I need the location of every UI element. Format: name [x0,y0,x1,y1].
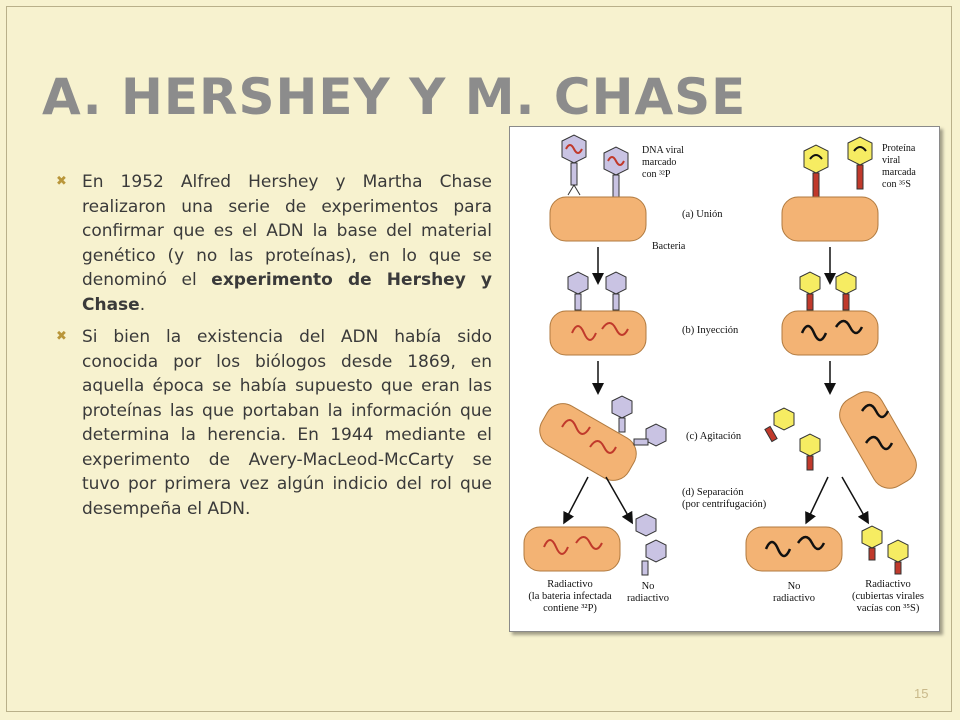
bullet-run-bold: experimento de Hershey y Chase [82,270,492,315]
phage-left-2 [603,146,629,198]
protein-label-4: con ³⁵S [882,179,911,190]
bullet-text: Si bien la existencia del ADN había sido… [82,327,492,519]
hershey-chase-diagram: DNA viral marcado con ³²P Proteína viral… [523,134,924,614]
bullet-item: ✖ Si bien la existencia del ADN había si… [56,325,492,521]
bullet-run: . [139,294,146,315]
protein-label-2: viral [882,155,901,166]
phage-b-right [799,271,857,311]
result-2-line-2: radiactivo [627,593,669,604]
result-4-line-1: Radiactivo [865,579,911,590]
cross-bullet-icon: ✖ [56,329,67,344]
result-4-line-2: (cubiertas virales [852,591,924,602]
bullet-text: En 1952 Alfred Hershey y Martha Chase re… [82,172,492,315]
step-b-label: (b) Inyección [682,325,739,336]
cross-bullet-icon: ✖ [56,174,67,189]
experiment-figure: DNA viral marcado con ³²P Proteína viral… [509,126,940,632]
protein-label-3: marcada [882,167,916,178]
phage-c-left [611,395,667,447]
bacteria-b-left [549,310,647,356]
bullet-list: ✖ En 1952 Alfred Hershey y Martha Chase … [56,170,492,529]
result-3-line-2: radiactivo [773,593,815,604]
result-1-line-2: (la bateria infectada [528,591,612,602]
bacteria-a-left [549,196,647,242]
phage-d-left [635,513,667,576]
step-d-label-1: (d) Separación [682,487,744,498]
dna-label-1: DNA viral [642,145,684,156]
result-1-line-1: Radiactivo [547,579,593,590]
phage-right-1 [803,144,829,198]
slide-border [6,6,952,712]
phage-b-left [567,271,627,311]
bullet-run: En 1952 Alfred Hershey y Martha Chase re… [82,172,492,290]
dna-label-3: con ³²P [642,169,671,180]
bacteria-d-right [745,526,843,572]
dna-label-2: marcado [642,157,676,168]
protein-label-1: Proteína [882,143,916,154]
result-3-line-1: No [788,581,801,592]
bacteria-d-left [523,526,621,572]
phage-c-right [764,407,821,471]
bacteria-a-right [781,196,879,242]
bacteria-b-right [781,310,879,356]
step-c-label: (c) Agitación [686,431,742,442]
page-number: 15 [914,686,929,701]
phage-d-right [861,525,909,575]
phage-right-2 [847,136,873,190]
bullet-run: Si bien la existencia del ADN había sido… [82,327,492,519]
step-a-label: (a) Unión [682,209,723,220]
step-d-label-2: (por centrifugación) [682,499,767,510]
result-1-line-3: contiene ³²P) [543,603,597,614]
result-4-line-3: vacías con ³⁵S) [857,603,920,614]
phage-left-1 [561,134,587,196]
result-2-line-1: No [642,581,655,592]
slide-title: A. HERSHEY Y M. CHASE [42,68,747,126]
bullet-item: ✖ En 1952 Alfred Hershey y Martha Chase … [56,170,492,317]
bacteria-label: Bacteria [652,241,686,252]
